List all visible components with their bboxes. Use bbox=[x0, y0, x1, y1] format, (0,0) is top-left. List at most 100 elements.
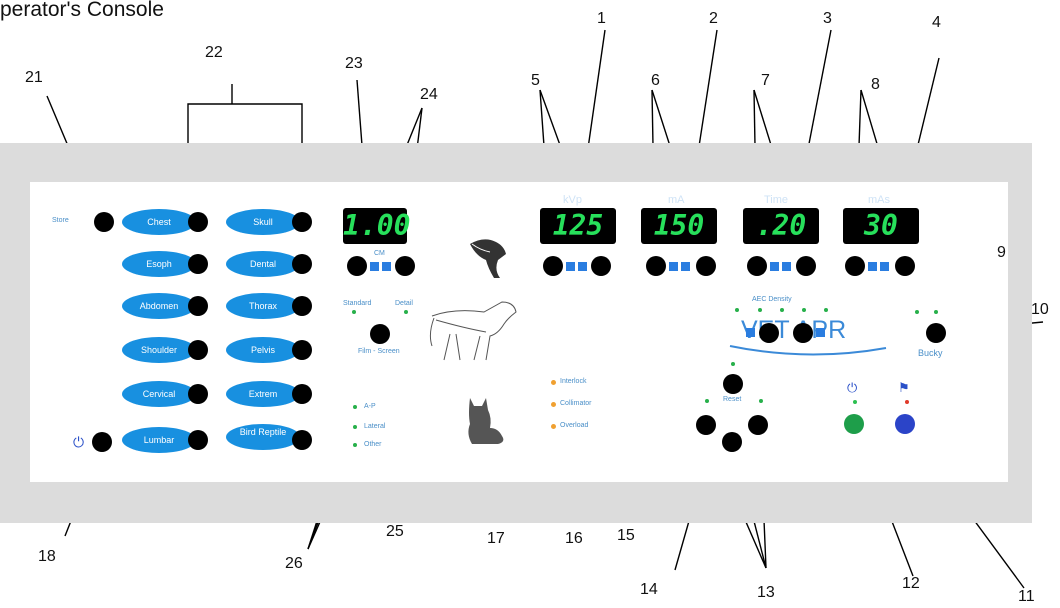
kvp-up-button[interactable] bbox=[591, 256, 611, 276]
view-other-label: Other bbox=[364, 441, 382, 448]
callout-8: 8 bbox=[871, 76, 880, 93]
bird-reptile-button[interactable]: Bird Reptile bbox=[226, 424, 300, 450]
callout-21: 21 bbox=[25, 69, 43, 86]
expose-button[interactable] bbox=[895, 414, 915, 434]
aec-down-button[interactable] bbox=[759, 323, 779, 343]
left-motion-led bbox=[705, 399, 709, 403]
aec-led-3 bbox=[780, 308, 784, 312]
mas-label: mAs bbox=[868, 194, 890, 206]
kvp-up-arrow-icon bbox=[578, 262, 587, 271]
cm-down-button[interactable] bbox=[347, 256, 367, 276]
view-lateral-led bbox=[353, 425, 357, 429]
film-standard-led bbox=[352, 310, 356, 314]
callout-7: 7 bbox=[761, 72, 770, 89]
callout-26: 26 bbox=[285, 555, 303, 572]
kvp-label: kVp bbox=[563, 194, 582, 206]
callout-1: 1 bbox=[597, 10, 606, 27]
skull-indicator bbox=[292, 212, 312, 232]
collimator-led bbox=[551, 402, 556, 407]
lumbar-indicator bbox=[188, 430, 208, 450]
cm-down-arrow-icon bbox=[370, 262, 379, 271]
kvp-display: 125 bbox=[540, 208, 616, 244]
reset-button[interactable] bbox=[723, 374, 743, 394]
extrem-indicator bbox=[292, 384, 312, 404]
prep-led bbox=[853, 400, 857, 404]
mas-display: 30 bbox=[843, 208, 919, 244]
expose-led bbox=[905, 400, 909, 404]
reset-top-led bbox=[731, 362, 735, 366]
esoph-button[interactable]: Esoph bbox=[122, 251, 196, 277]
esoph-indicator bbox=[188, 254, 208, 274]
kvp-down-arrow-icon bbox=[566, 262, 575, 271]
callout-14: 14 bbox=[640, 581, 658, 598]
callout-4: 4 bbox=[932, 14, 941, 31]
ma-label: mA bbox=[668, 194, 685, 206]
aec-up-arrow-icon bbox=[816, 328, 825, 337]
overload-label: Overload bbox=[560, 422, 589, 429]
mas-down-arrow-icon bbox=[868, 262, 877, 271]
bird-reptile-indicator bbox=[292, 430, 312, 450]
time-display: .20 bbox=[743, 208, 819, 244]
callout-3: 3 bbox=[823, 10, 832, 27]
kvp-down-button[interactable] bbox=[543, 256, 563, 276]
reset-label: Reset bbox=[723, 396, 742, 403]
power-button[interactable] bbox=[92, 432, 112, 452]
cervical-button[interactable]: Cervical bbox=[122, 381, 196, 407]
thorax-button[interactable]: Thorax bbox=[226, 293, 300, 319]
pelvis-button[interactable]: Pelvis bbox=[226, 337, 300, 363]
dog-icon bbox=[429, 301, 517, 361]
prep-power-icon: ⏻ bbox=[847, 380, 858, 395]
film-screen-button[interactable] bbox=[370, 324, 390, 344]
right-motion-led bbox=[759, 399, 763, 403]
dental-button[interactable]: Dental bbox=[226, 251, 300, 277]
power-icon: ⏻ bbox=[73, 434, 85, 450]
callout-17: 17 bbox=[487, 530, 505, 547]
store-button[interactable] bbox=[94, 212, 114, 232]
page-title: perator's Console bbox=[0, 0, 164, 21]
film-detail-label: Detail bbox=[395, 300, 413, 307]
time-up-button[interactable] bbox=[796, 256, 816, 276]
abdomen-button[interactable]: Abdomen bbox=[122, 293, 196, 319]
thorax-indicator bbox=[292, 296, 312, 316]
cm-up-button[interactable] bbox=[395, 256, 415, 276]
cm-label: CM bbox=[374, 250, 385, 257]
skull-button[interactable]: Skull bbox=[226, 209, 300, 235]
overload-led bbox=[551, 424, 556, 429]
callout-13: 13 bbox=[757, 584, 775, 601]
motion-left-button[interactable] bbox=[696, 415, 716, 435]
extrem-button[interactable]: Extrem bbox=[226, 381, 300, 407]
chest-indicator bbox=[188, 212, 208, 232]
bird-icon bbox=[470, 239, 506, 278]
view-other-led bbox=[353, 443, 357, 447]
callout-6: 6 bbox=[651, 72, 660, 89]
film-standard-label: Standard bbox=[343, 300, 372, 307]
callout-5: 5 bbox=[531, 72, 540, 89]
time-down-button[interactable] bbox=[747, 256, 767, 276]
bucky-label: Bucky bbox=[918, 348, 943, 358]
motion-down-button[interactable] bbox=[722, 432, 742, 452]
callout-12: 12 bbox=[902, 575, 920, 592]
view-lateral-label: Lateral bbox=[364, 423, 386, 430]
chest-button[interactable]: Chest bbox=[122, 209, 196, 235]
brand-swoosh bbox=[729, 345, 887, 356]
motion-right-button[interactable] bbox=[748, 415, 768, 435]
film-detail-led bbox=[404, 310, 408, 314]
aec-up-button[interactable] bbox=[793, 323, 813, 343]
callout-16: 16 bbox=[565, 530, 583, 547]
cm-up-arrow-icon bbox=[382, 262, 391, 271]
mas-up-arrow-icon bbox=[880, 262, 889, 271]
shoulder-button[interactable]: Shoulder bbox=[122, 337, 196, 363]
callout-2: 2 bbox=[709, 10, 718, 27]
ma-up-button[interactable] bbox=[696, 256, 716, 276]
prep-button[interactable] bbox=[844, 414, 864, 434]
mas-up-button[interactable] bbox=[895, 256, 915, 276]
callout-25: 25 bbox=[386, 523, 404, 540]
callout-22: 22 bbox=[205, 44, 223, 61]
aec-led-1 bbox=[735, 308, 739, 312]
callout-9: 9 bbox=[997, 244, 1006, 261]
lumbar-button[interactable]: Lumbar bbox=[122, 427, 196, 453]
bucky-button[interactable] bbox=[926, 323, 946, 343]
abdomen-indicator bbox=[188, 296, 208, 316]
mas-down-button[interactable] bbox=[845, 256, 865, 276]
ma-down-button[interactable] bbox=[646, 256, 666, 276]
